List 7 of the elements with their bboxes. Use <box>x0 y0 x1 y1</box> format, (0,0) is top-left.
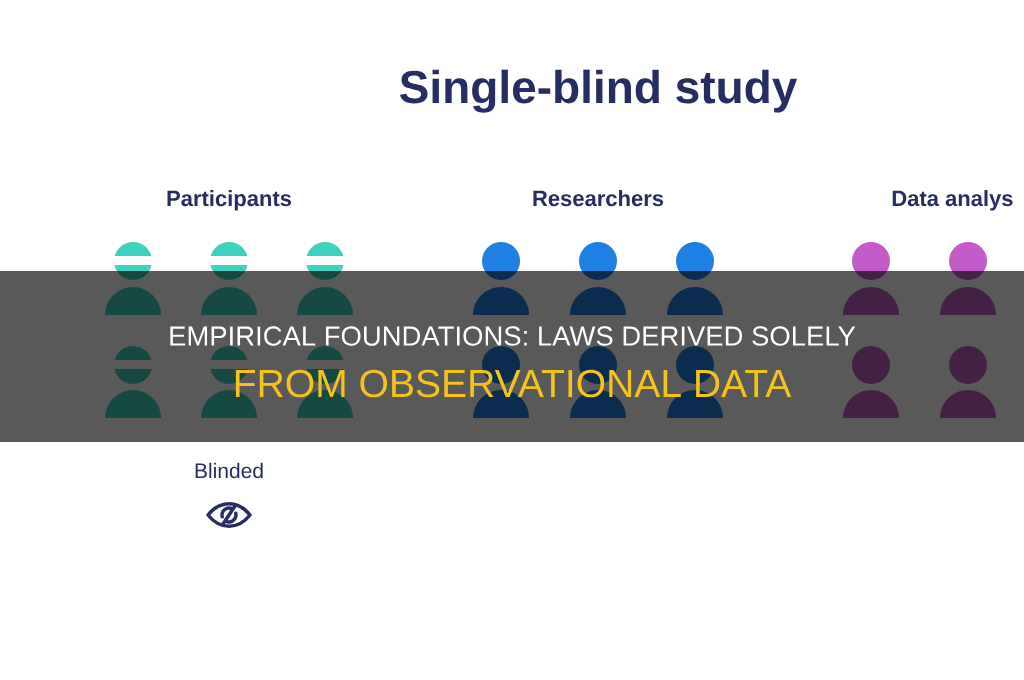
group-heading: Participants <box>167 190 292 211</box>
banner-headline: FROM OBSERVATIONAL DATA <box>235 369 792 398</box>
title: Single-blind study <box>400 69 798 113</box>
group-heading: Researchers <box>533 190 664 207</box>
status-label: Blinded <box>195 462 263 479</box>
banner-headline: EMPIRICAL FOUNDATIONS: LAWS DERIVED SOLELY <box>170 326 856 346</box>
group-heading: Data analys <box>892 190 1013 211</box>
